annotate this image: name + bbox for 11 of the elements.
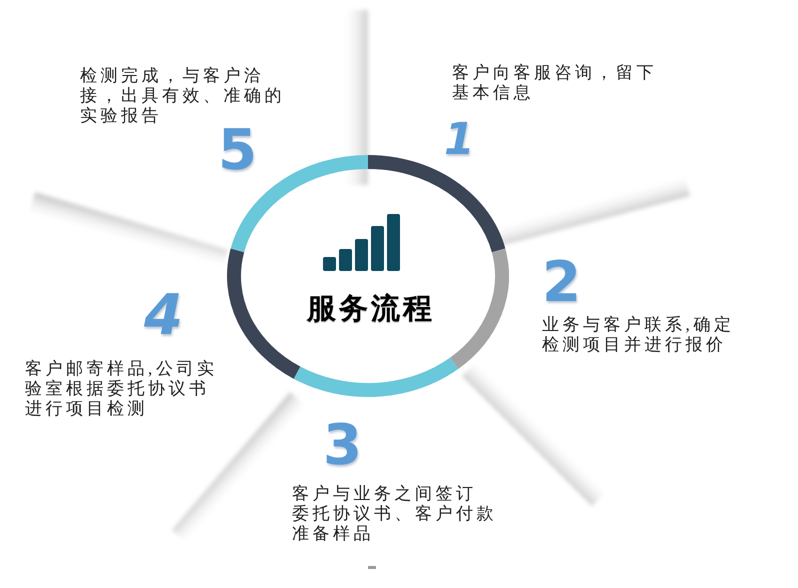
step-description: 客户邮寄样品,公司实验室根据委托协议书进行项目检测 (25, 359, 218, 419)
step-number: 2 (542, 255, 581, 311)
step-description: 检测完成，与客户洽接，出具有效、准确的实验报告 (80, 66, 285, 126)
step-number: 4 (144, 288, 183, 344)
step-number: 5 (218, 123, 257, 179)
step-description: 业务与客户联系,确定检测项目并进行报价 (542, 315, 734, 355)
center-title: 服务流程 (307, 291, 435, 325)
step-number: 1 (444, 118, 475, 162)
step-description: 客户向客服咨询，留下基本信息 (452, 63, 657, 103)
step-number: 3 (323, 418, 362, 474)
step-description: 客户与业务之间签订委托协议书、客户付款准备样品 (292, 484, 497, 544)
